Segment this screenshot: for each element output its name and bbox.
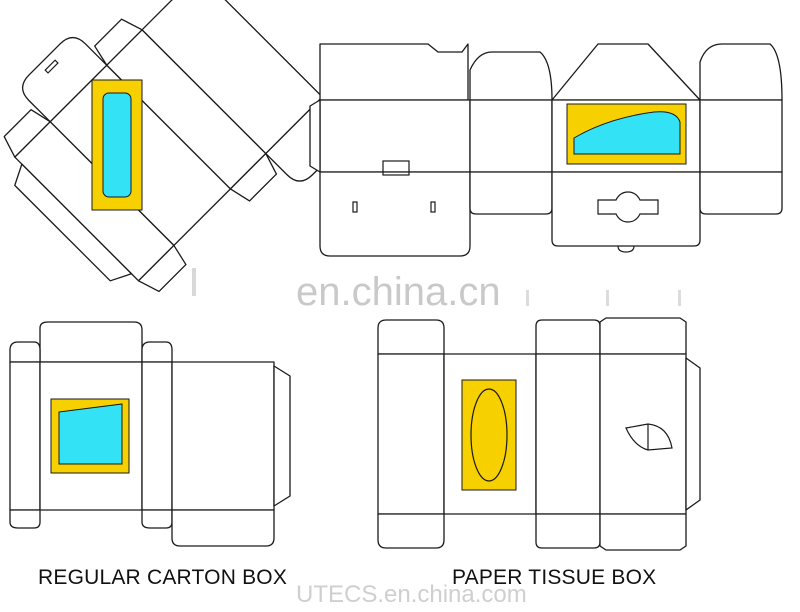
regular-carton-net <box>9 321 291 547</box>
bottom-flap <box>699 171 783 215</box>
slot <box>352 201 358 213</box>
glue-flap <box>273 365 291 507</box>
glue-flap <box>14 163 133 282</box>
dust-flap <box>137 244 187 293</box>
tissue-opening <box>470 388 508 482</box>
top-flap <box>535 319 601 355</box>
glue-flap <box>309 99 321 173</box>
rotated-carton-net <box>3 0 351 293</box>
bottom-panel <box>551 171 701 247</box>
watermark-mark <box>192 268 196 296</box>
dust-flap <box>141 509 173 529</box>
bottom-flap <box>535 513 601 549</box>
caption-paper-tissue-box: PAPER TISSUE BOX <box>452 566 657 589</box>
dust-flap <box>3 109 51 158</box>
side-panel <box>141 361 173 511</box>
top-flap <box>377 319 445 355</box>
bottom-flap <box>599 513 687 551</box>
body-panel <box>469 99 553 173</box>
lock-tab <box>617 245 635 253</box>
top-flap <box>599 317 687 355</box>
bottom-flap <box>469 171 553 215</box>
top-tuck-flap <box>21 36 108 123</box>
glue-flap <box>685 357 701 511</box>
top-flap <box>469 51 553 101</box>
side-panel <box>377 353 445 515</box>
bottom-panel <box>319 171 471 257</box>
gable-carton-net <box>309 43 783 257</box>
dust-flap <box>9 509 41 529</box>
hang-hole <box>597 191 659 223</box>
bottom-panel <box>599 353 687 515</box>
cyan-window <box>573 111 681 155</box>
side-panel <box>9 361 41 511</box>
watermark-marks <box>192 268 681 306</box>
body-panel <box>699 99 783 173</box>
top-tuck-flap <box>39 321 143 363</box>
thumb-hole <box>625 423 673 451</box>
watermark-mark <box>678 290 681 306</box>
top-flap <box>319 43 469 101</box>
watermark-text: en.china.cn <box>296 270 501 314</box>
tuck-slot <box>44 59 59 74</box>
top-flap <box>551 43 701 101</box>
dust-flap <box>94 18 143 66</box>
yellow-window-frame <box>461 379 517 491</box>
slot <box>430 201 436 213</box>
bottom-tuck-flap <box>171 509 275 547</box>
top-flap <box>699 43 783 101</box>
dust-flap <box>141 341 173 363</box>
lock-tab <box>382 160 410 176</box>
footer-watermark: UTECS.en.china.com <box>296 581 527 608</box>
cyan-window <box>102 92 132 198</box>
watermark-mark <box>526 290 529 306</box>
dust-flap <box>9 341 41 363</box>
cyan-window <box>58 403 123 465</box>
caption-regular-carton-box: REGULAR CARTON BOX <box>38 566 288 589</box>
tissue-box-net <box>377 317 701 551</box>
side-panel <box>535 353 601 515</box>
back-panel <box>171 361 275 511</box>
dust-flap <box>229 152 278 202</box>
bottom-flap <box>377 513 445 549</box>
watermark-mark <box>606 290 609 306</box>
